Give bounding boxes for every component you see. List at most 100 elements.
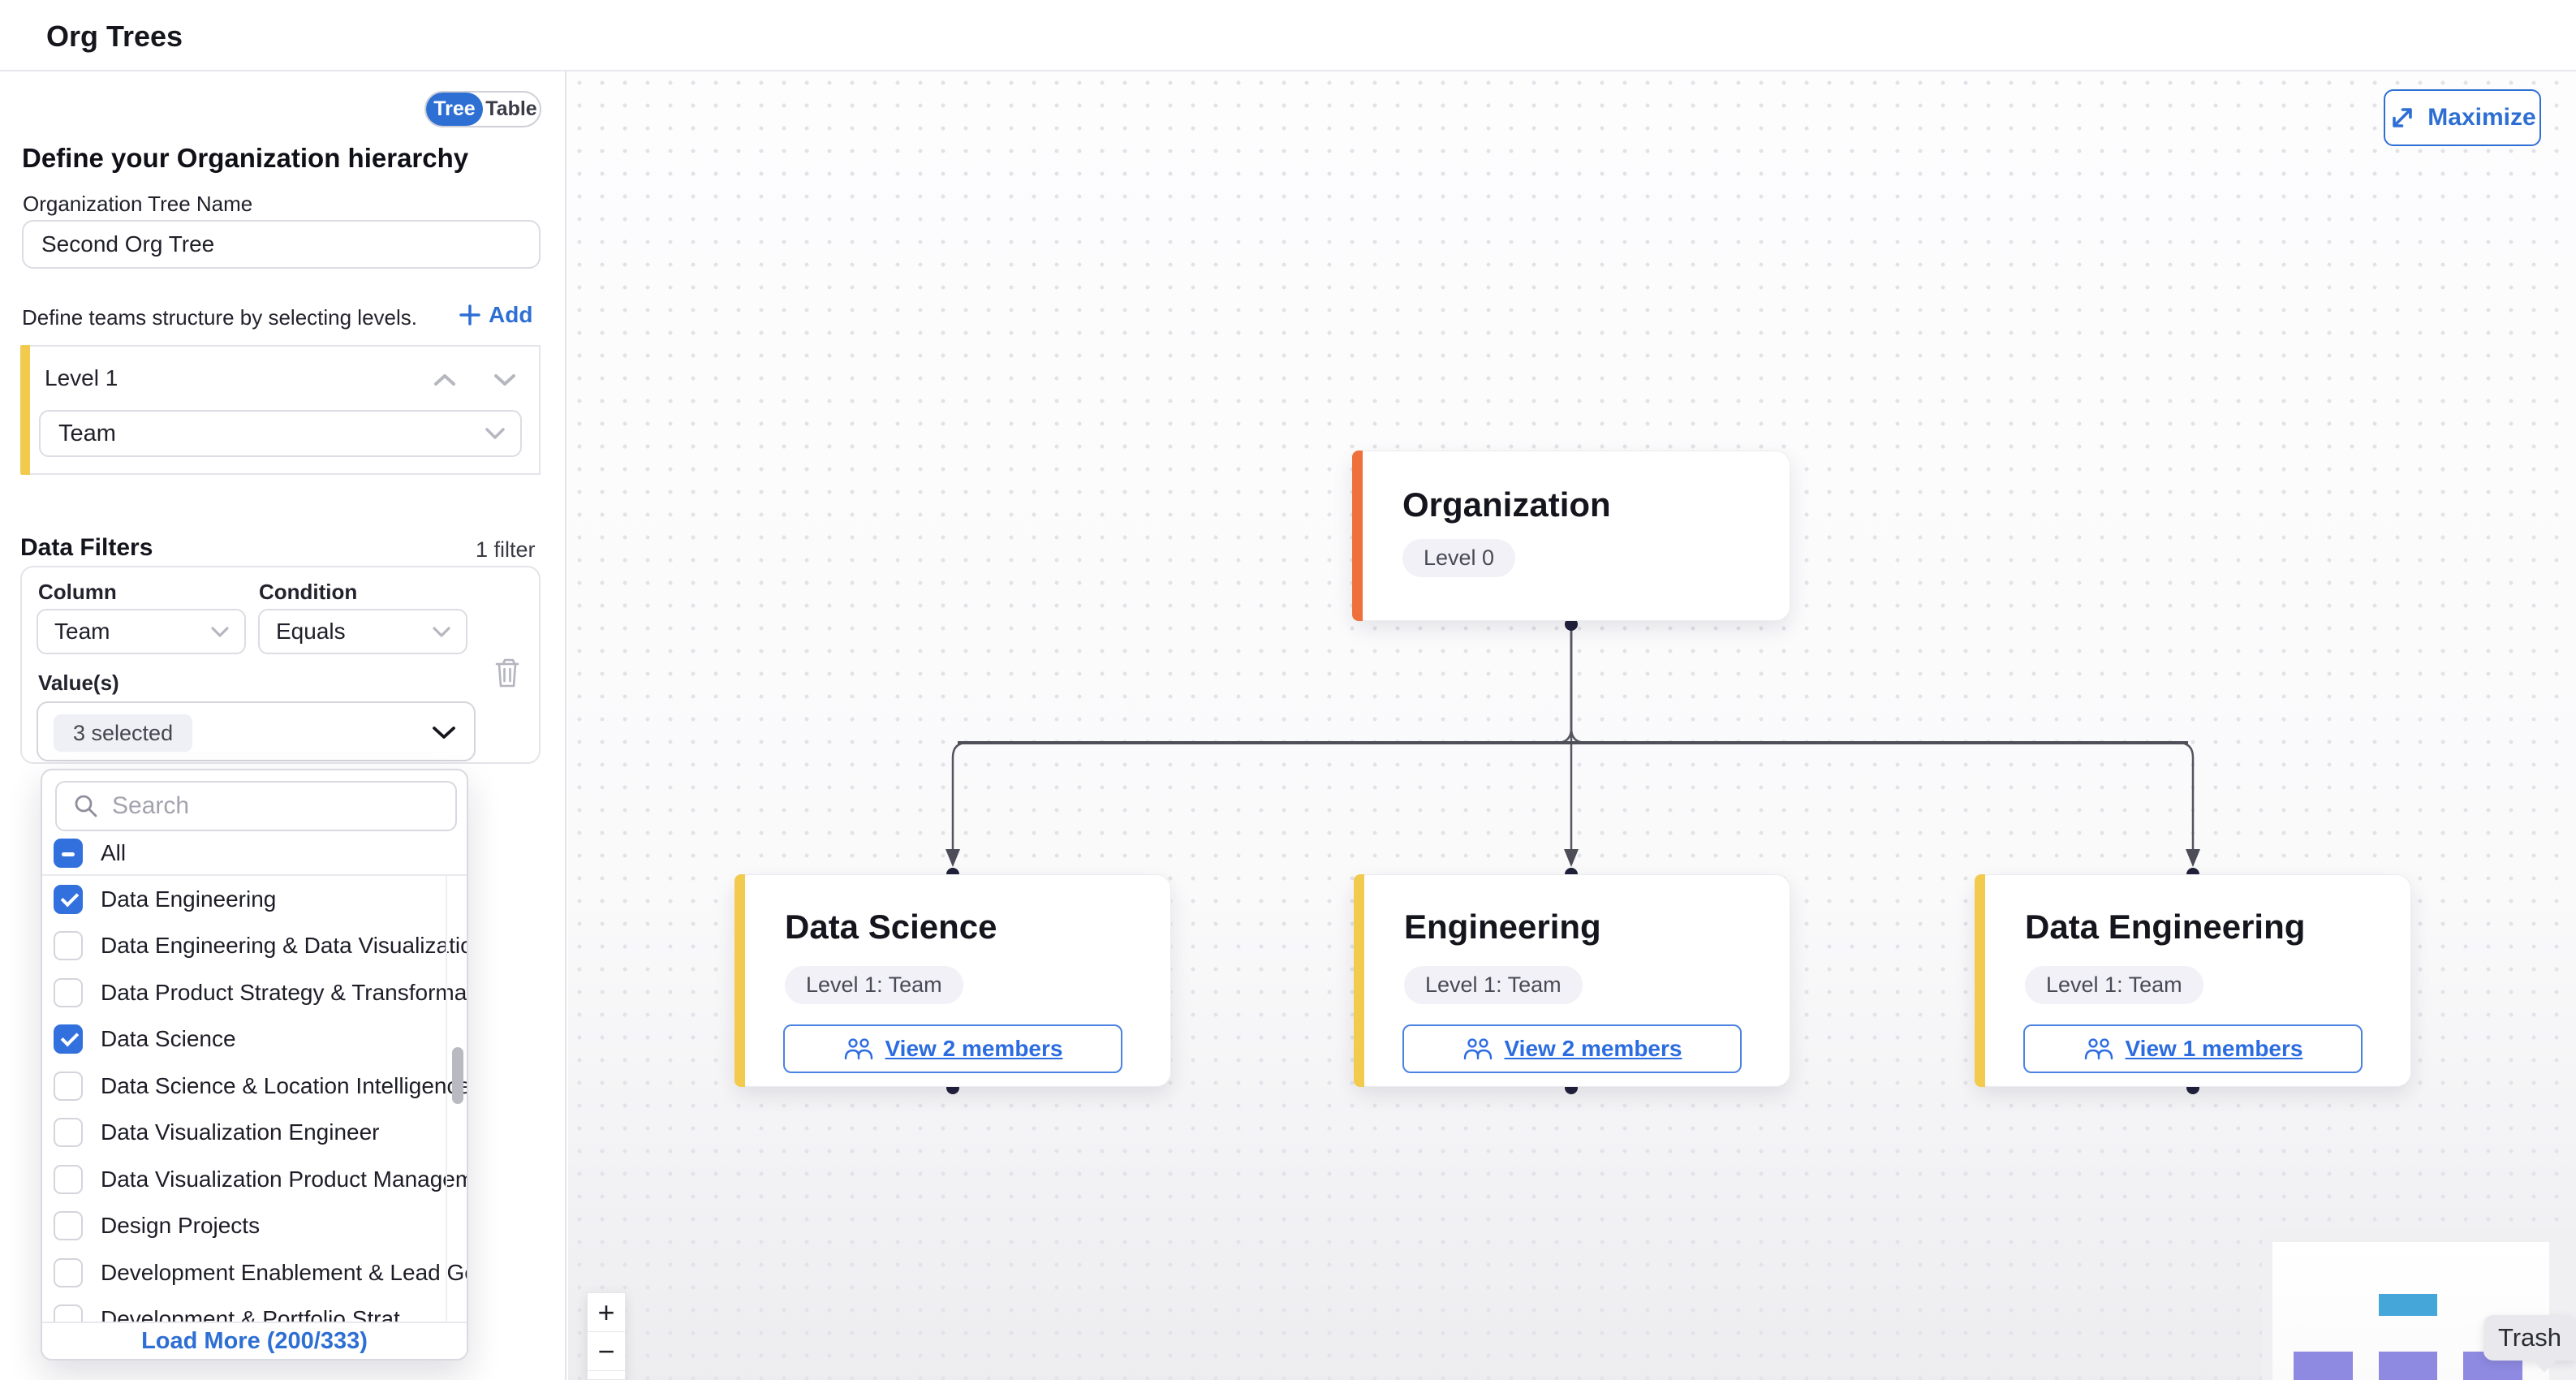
sidebar-heading: Define your Organization hierarchy xyxy=(22,143,469,173)
view-members-button[interactable]: View 1 members xyxy=(2023,1024,2363,1073)
child-node-title: Data Science xyxy=(785,908,997,946)
people-icon xyxy=(2084,1038,2113,1060)
maximize-button[interactable]: Maximize xyxy=(2384,89,2541,146)
value-option-row[interactable]: Data Engineering & Data Visualization xyxy=(42,923,467,970)
view-members-label: View 2 members xyxy=(1504,1036,1682,1061)
value-option-checkbox[interactable] xyxy=(54,1071,83,1101)
level-type-value: Team xyxy=(58,420,116,446)
child-node-level-badge: Level 1: Team xyxy=(785,966,963,1004)
add-level-button[interactable]: Add xyxy=(459,297,532,333)
dropdown-divider xyxy=(42,874,467,876)
trash-tooltip: Trash xyxy=(2483,1315,2576,1373)
condition-label: Condition xyxy=(259,580,358,604)
value-option-checkbox[interactable] xyxy=(54,1211,83,1241)
value-option-row[interactable]: Data Visualization Product Managem... xyxy=(42,1156,467,1203)
chevron-up-icon xyxy=(434,374,455,386)
search-input[interactable] xyxy=(112,792,437,820)
zoom-controls: + − xyxy=(587,1292,626,1380)
value-option-row[interactable]: Design Projects xyxy=(42,1203,467,1250)
maximize-label: Maximize xyxy=(2427,104,2536,131)
load-more-button[interactable]: Load More (200/333) xyxy=(141,1327,368,1354)
values-dropdown-panel: All Data Engineering Data Engineering & … xyxy=(41,769,468,1361)
view-toggle: Tree Table xyxy=(424,91,541,127)
search-icon xyxy=(75,795,97,817)
value-option-checkbox[interactable] xyxy=(54,1257,83,1287)
tree-name-label: Organization Tree Name xyxy=(23,192,253,216)
tab-table[interactable]: Table xyxy=(485,97,537,120)
value-option-checkbox[interactable] xyxy=(54,1305,83,1325)
filter-column-value: Team xyxy=(54,619,110,644)
value-option-label: Data Science & Location Intelligence xyxy=(101,1072,467,1098)
trash-tooltip-label: Trash xyxy=(2497,1323,2562,1352)
filter-count: 1 filter xyxy=(476,537,536,562)
value-option-checkbox[interactable] xyxy=(54,931,83,961)
child-node-title: Data Engineering xyxy=(2025,908,2306,946)
scrollbar-track[interactable] xyxy=(446,876,447,1325)
value-option-checkbox[interactable] xyxy=(54,977,83,1007)
chevron-down-icon xyxy=(494,374,515,386)
selected-count-badge: 3 selected xyxy=(54,714,193,752)
move-level-up-button[interactable] xyxy=(429,364,461,396)
value-option-row[interactable]: Development Enablement & Lead Ge... xyxy=(42,1249,467,1296)
child-node-level-badge: Level 1: Team xyxy=(1404,966,1583,1004)
value-option-row[interactable]: Data Science & Location Intelligence xyxy=(42,1063,467,1110)
value-option-checkbox[interactable] xyxy=(54,884,83,914)
view-members-label: View 2 members xyxy=(885,1036,1063,1061)
value-option-checkbox[interactable] xyxy=(54,1118,83,1148)
value-option-label: Development & Portfolio Strat... xyxy=(101,1306,420,1325)
people-icon xyxy=(844,1038,872,1060)
remove-filter-button[interactable] xyxy=(491,656,523,692)
value-option-row[interactable]: Development & Portfolio Strat... xyxy=(42,1296,467,1325)
top-header: Org Trees xyxy=(0,0,2576,71)
chevron-down-icon xyxy=(433,626,450,637)
node-accent-bar xyxy=(734,874,745,1087)
value-option-label: Data Science xyxy=(101,1026,236,1052)
filter-values-multiselect[interactable]: 3 selected xyxy=(37,701,476,761)
value-option-checkbox[interactable] xyxy=(54,1164,83,1194)
chevron-down-icon xyxy=(485,428,505,439)
node-accent-bar xyxy=(1354,874,1364,1087)
org-node-root[interactable] xyxy=(1352,451,1790,621)
value-option-label: Data Product Strategy & Transformat... xyxy=(101,979,467,1005)
value-option-row[interactable]: Data Science xyxy=(42,1016,467,1063)
minimap-root-node xyxy=(2379,1294,2437,1316)
value-option-label: Data Engineering xyxy=(101,886,277,912)
child-node-level-badge: Level 1: Team xyxy=(2025,966,2203,1004)
scrollbar-thumb[interactable] xyxy=(452,1047,463,1104)
level-type-select[interactable]: Team xyxy=(39,410,522,457)
search-box xyxy=(55,781,457,831)
value-option-row[interactable]: Data Visualization Engineer xyxy=(42,1110,467,1157)
filter-condition-select[interactable]: Equals xyxy=(258,609,467,654)
view-members-button[interactable]: View 2 members xyxy=(1402,1024,1742,1073)
levels-hint: Define teams structure by selecting leve… xyxy=(22,305,417,330)
root-node-level-badge: Level 0 xyxy=(1402,539,1516,577)
expand-icon xyxy=(2393,108,2413,127)
value-option-row[interactable]: Data Product Strategy & Transformat... xyxy=(42,969,467,1016)
select-all-row[interactable]: All xyxy=(42,831,467,874)
move-level-down-button[interactable] xyxy=(489,364,521,396)
page-title: Org Trees xyxy=(46,19,183,53)
people-icon xyxy=(1463,1038,1492,1060)
value-option-row[interactable]: Data Engineering xyxy=(42,876,467,923)
minimap-child-node xyxy=(2294,1352,2353,1380)
level-title: Level 1 xyxy=(45,365,118,390)
tree-name-input[interactable] xyxy=(22,220,541,269)
value-option-label: Design Projects xyxy=(101,1213,261,1239)
plus-icon xyxy=(459,304,480,326)
select-all-checkbox[interactable] xyxy=(54,838,83,868)
zoom-out-button[interactable]: − xyxy=(588,1332,625,1371)
zoom-in-button[interactable]: + xyxy=(588,1293,625,1332)
value-option-label: Data Engineering & Data Visualization xyxy=(101,933,467,959)
root-node-title: Organization xyxy=(1402,485,1611,524)
tab-tree[interactable]: Tree xyxy=(426,93,483,126)
chevron-down-icon xyxy=(433,727,455,739)
select-all-label: All xyxy=(101,839,127,865)
org-tree-canvas[interactable] xyxy=(568,71,2576,1380)
dropdown-footer: Load More (200/333) xyxy=(42,1322,467,1359)
view-members-button[interactable]: View 2 members xyxy=(783,1024,1122,1073)
filter-column-select[interactable]: Team xyxy=(37,609,246,654)
value-option-label: Development Enablement & Lead Ge... xyxy=(101,1259,467,1285)
value-option-checkbox[interactable] xyxy=(54,1024,83,1054)
add-level-label: Add xyxy=(489,302,533,327)
trash-icon xyxy=(495,658,519,687)
